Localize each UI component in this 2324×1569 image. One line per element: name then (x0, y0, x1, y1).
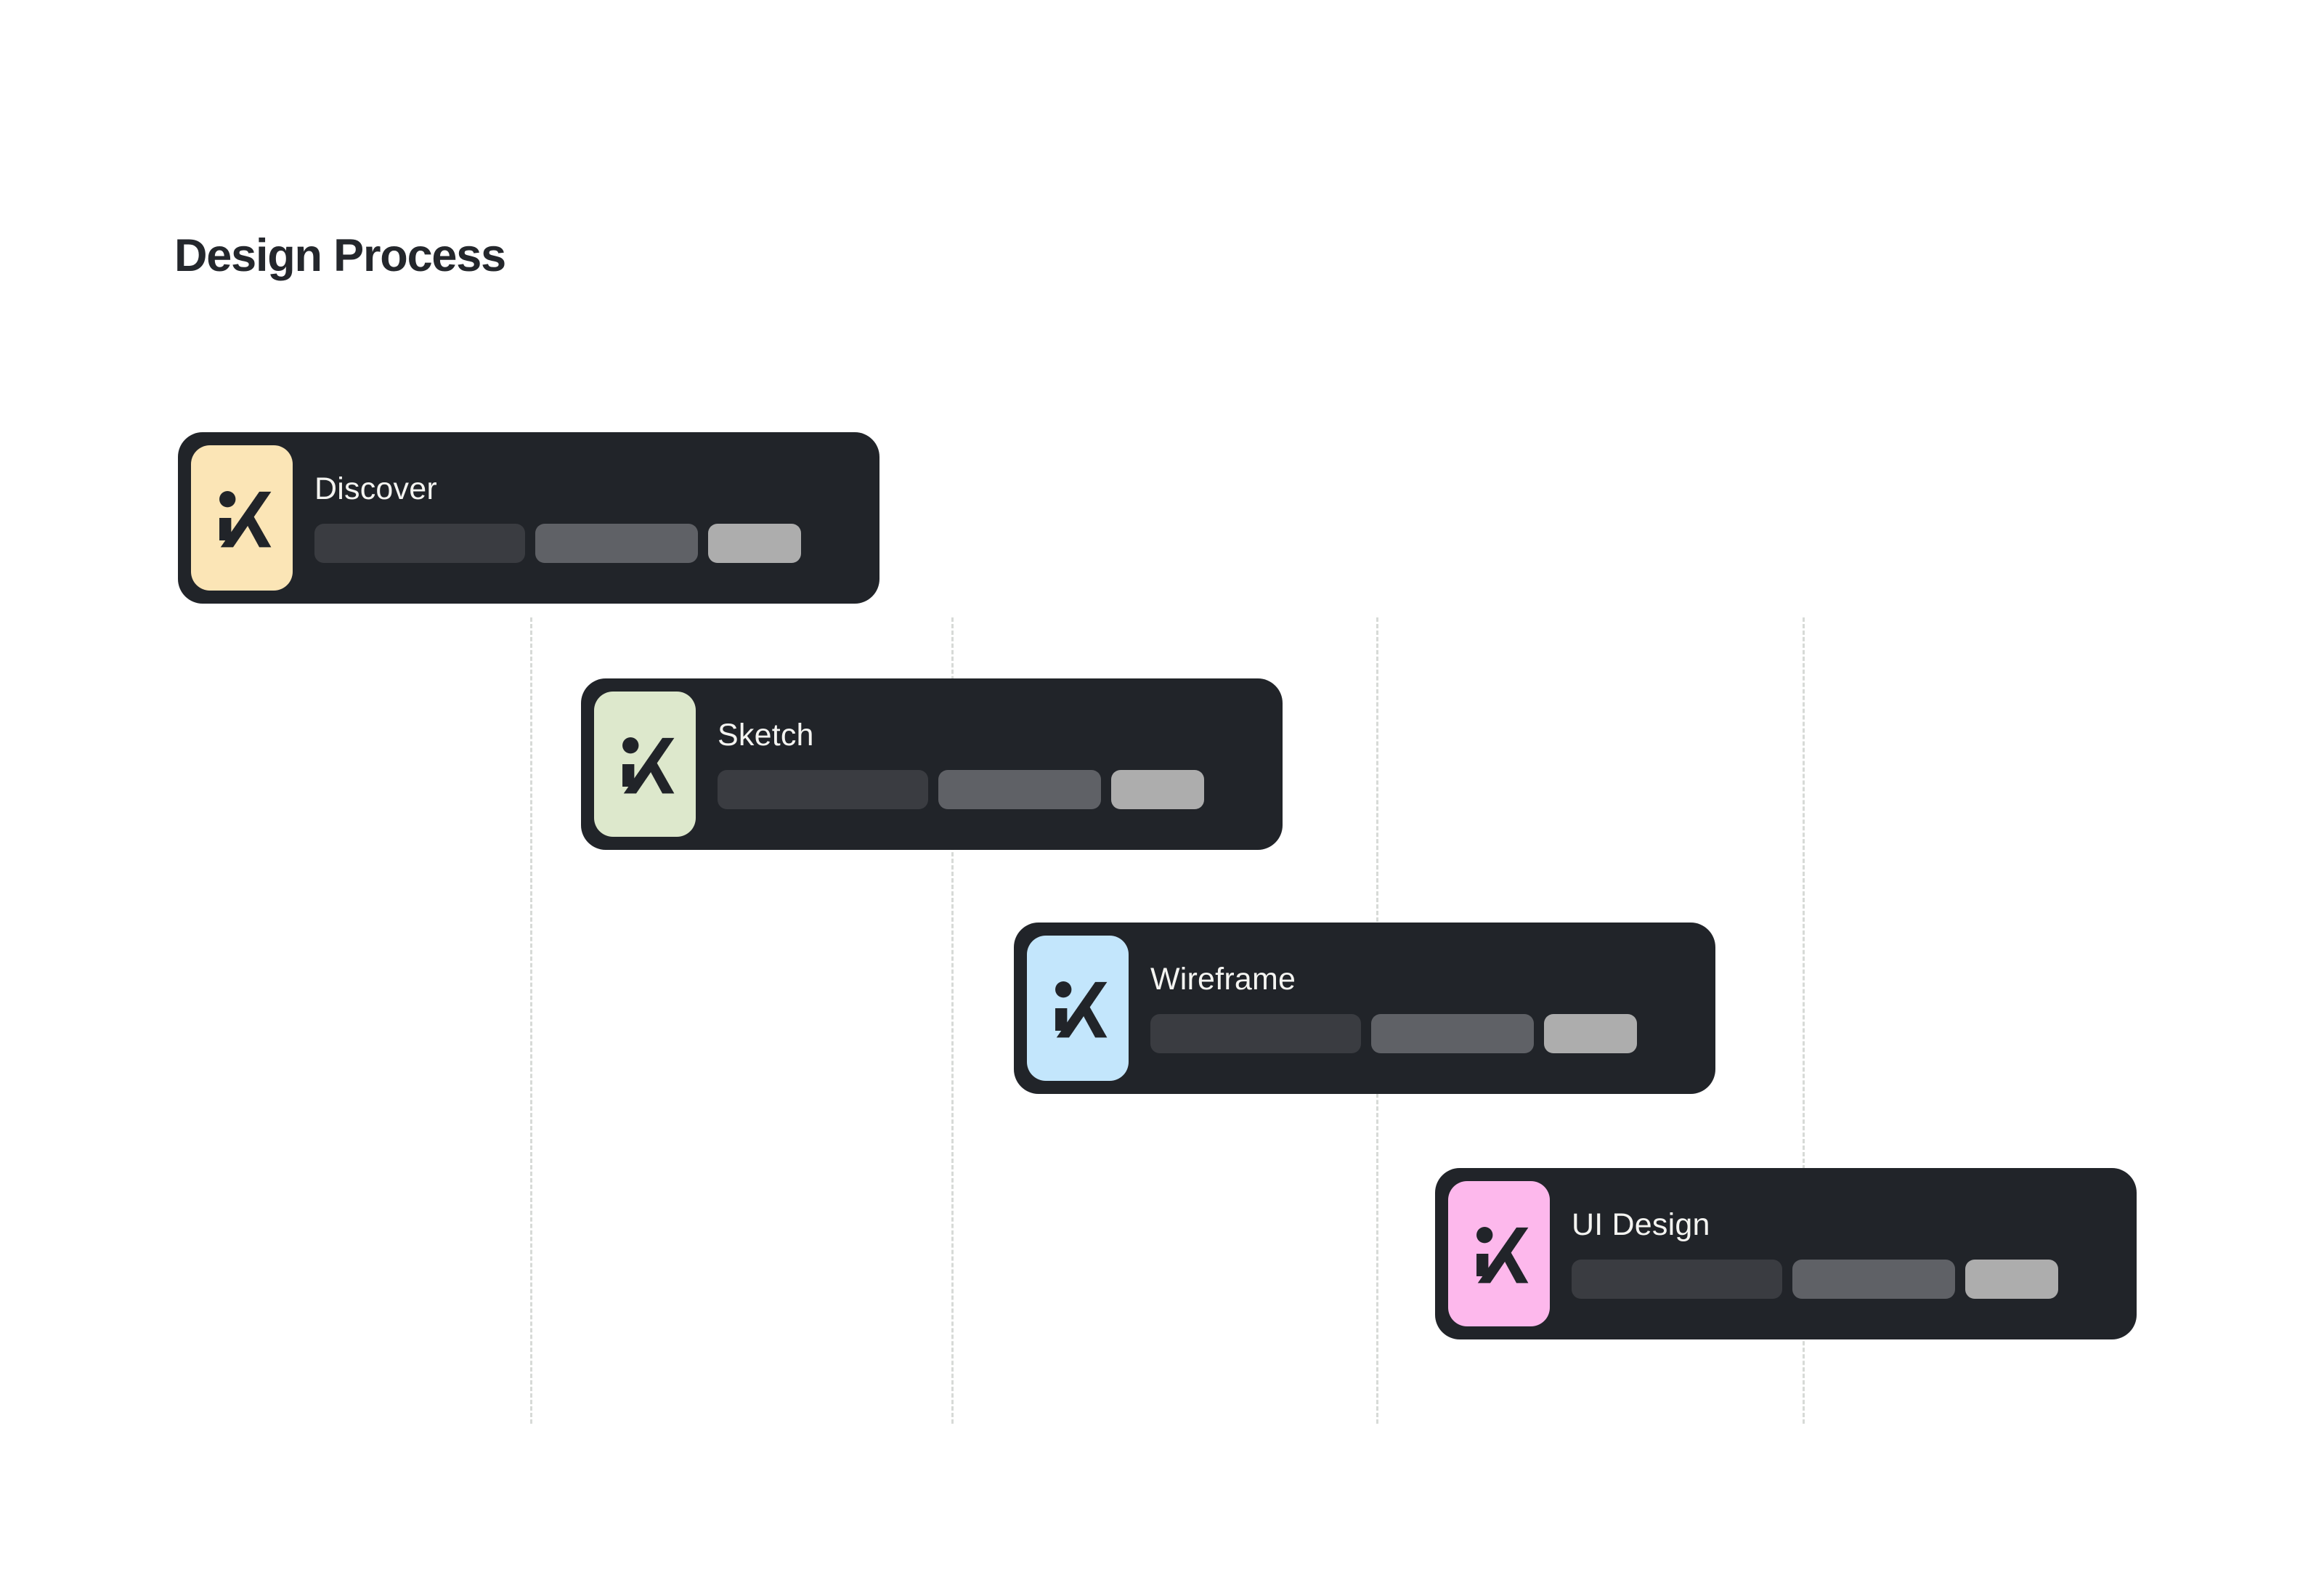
stage-label: Wireframe (1150, 961, 1296, 997)
progress-segment[interactable] (718, 769, 928, 809)
progress-segment[interactable] (1371, 1013, 1534, 1053)
progress-segment[interactable] (1792, 1259, 1955, 1299)
progress-segment[interactable] (938, 769, 1101, 809)
progress-segment[interactable] (1572, 1259, 1782, 1299)
k-logo-icon (614, 733, 676, 795)
stage-card-body: Wireframe (1129, 936, 1702, 1081)
progress-segment[interactable] (1150, 1013, 1361, 1053)
stage-icon-tile (191, 445, 293, 591)
stage-card-body: Sketch (696, 692, 1269, 837)
stage-card[interactable]: Discover (178, 432, 879, 604)
stage-card[interactable]: UI Design (1435, 1168, 2137, 1339)
k-logo-icon (1047, 977, 1109, 1039)
progress-segment[interactable] (314, 523, 525, 563)
k-logo-icon (211, 487, 273, 549)
stage-card[interactable]: Wireframe (1014, 923, 1715, 1094)
progress-segment[interactable] (1965, 1259, 2058, 1299)
stage-progress-bars (718, 769, 1269, 809)
stage-label: UI Design (1572, 1207, 1710, 1242)
stage-icon-tile (1448, 1181, 1550, 1326)
stage-label: Sketch (718, 717, 814, 753)
stage-card-body: UI Design (1550, 1181, 2124, 1326)
progress-segment[interactable] (708, 523, 801, 563)
gridline-4 (1803, 617, 1805, 1424)
progress-segment[interactable] (535, 523, 698, 563)
stage-progress-bars (1150, 1013, 1702, 1053)
progress-segment[interactable] (1544, 1013, 1637, 1053)
page-title: Design Process (174, 230, 506, 281)
stage-card[interactable]: Sketch (581, 678, 1283, 850)
stage-progress-bars (314, 523, 866, 563)
progress-segment[interactable] (1111, 769, 1204, 809)
stage-icon-tile (1027, 936, 1129, 1081)
gridline-1 (530, 617, 532, 1424)
stage-label: Discover (314, 471, 437, 506)
k-logo-icon (1468, 1223, 1530, 1285)
stage-icon-tile (594, 692, 696, 837)
gridline-2 (951, 617, 954, 1424)
stage-card-body: Discover (293, 445, 866, 591)
stage-progress-bars (1572, 1259, 2124, 1299)
